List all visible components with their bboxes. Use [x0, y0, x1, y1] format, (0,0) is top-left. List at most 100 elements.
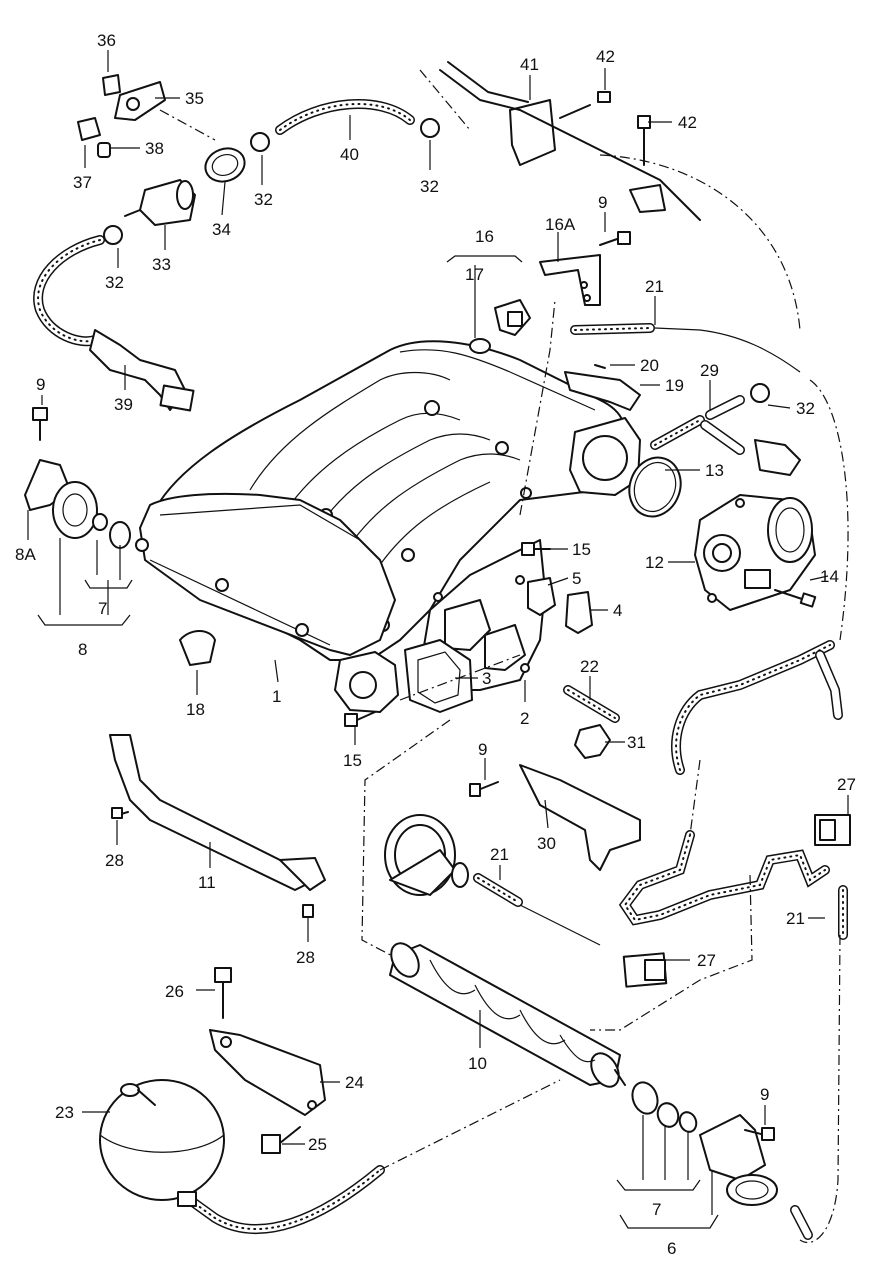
label-32: 32: [796, 399, 815, 418]
gasket-4: [565, 591, 593, 634]
label-9: 9: [36, 375, 45, 394]
label-17: 17: [465, 265, 484, 284]
label-5: 5: [572, 569, 581, 588]
label-20: 20: [640, 356, 659, 375]
valve-6: [699, 1114, 778, 1206]
label-42: 42: [596, 47, 615, 66]
routing-line: [159, 109, 216, 141]
label-7: 7: [652, 1200, 661, 1219]
o-ring-13: [628, 456, 682, 518]
bracket-19: [564, 364, 641, 411]
routing-line: [419, 69, 471, 131]
label-24: 24: [345, 1073, 364, 1092]
label-14: 14: [820, 567, 839, 586]
label-38: 38: [145, 139, 164, 158]
label-10: 10: [468, 1054, 487, 1073]
label-9: 9: [598, 193, 607, 212]
label-32: 32: [105, 273, 124, 292]
label-25: 25: [308, 1135, 327, 1154]
vacuum-reservoir-icon: [99, 1079, 225, 1207]
label-18: 18: [186, 700, 205, 719]
label-16A: 16A: [545, 215, 576, 234]
clip-18: [179, 630, 216, 666]
routing-line: [799, 934, 841, 1243]
bolt-9-top: [599, 231, 631, 246]
label-3: 3: [482, 669, 491, 688]
label-21: 21: [786, 909, 805, 928]
label-19: 19: [665, 376, 684, 395]
label-12: 12: [645, 553, 664, 572]
routing-line: [689, 759, 701, 836]
label-4: 4: [613, 601, 622, 620]
mount-17: [469, 299, 531, 354]
resonator-pipe-icon: [389, 942, 621, 1088]
bolt-25: [261, 1126, 301, 1154]
label-9: 9: [760, 1085, 769, 1104]
label-30: 30: [537, 834, 556, 853]
valve-27: [622, 814, 851, 988]
throttle-body-icon: [694, 494, 816, 611]
leader-lines: [27, 50, 849, 1229]
seal-7-bottom: [631, 1081, 698, 1133]
routing-line: [599, 154, 801, 331]
label-1: 1: [272, 687, 281, 706]
bracket-35: [114, 81, 166, 121]
bolt-14: [774, 589, 817, 608]
routing-line: [361, 719, 451, 961]
label-6: 6: [667, 1239, 676, 1258]
clip-37: [77, 117, 101, 141]
label-27: 27: [697, 951, 716, 970]
bolt-42: [559, 91, 651, 166]
label-37: 37: [73, 173, 92, 192]
label-40: 40: [340, 145, 359, 164]
bracket-30: [469, 764, 641, 871]
label-26: 26: [165, 982, 184, 1001]
label-35: 35: [185, 89, 204, 108]
bolt-15: [344, 542, 551, 727]
label-21: 21: [645, 277, 664, 296]
elbow-39: [89, 329, 195, 412]
cap-38: [97, 142, 111, 158]
resonator-cylinder: [384, 814, 469, 896]
grommet-36: [102, 74, 121, 96]
label-21: 21: [490, 845, 509, 864]
label-27: 27: [837, 775, 856, 794]
label-32: 32: [420, 177, 439, 196]
label-39: 39: [114, 395, 133, 414]
part-labels: 36 35 38 37 34 32 40 32 41 42 42 33 32 3…: [15, 31, 856, 1258]
bracket-24: [209, 1029, 326, 1116]
label-32: 32: [254, 190, 273, 209]
routing-line: [590, 874, 753, 1031]
gasket-5: [527, 577, 556, 616]
label-8: 8: [78, 640, 87, 659]
routing-line: [809, 379, 849, 641]
label-11: 11: [198, 873, 216, 892]
label-22: 22: [580, 657, 599, 676]
label-2: 2: [520, 709, 529, 728]
label-42: 42: [678, 113, 697, 132]
label-8A: 8A: [15, 545, 36, 564]
clamp-34: [204, 147, 246, 183]
label-28: 28: [296, 948, 315, 967]
vacuum-hoses: [33, 99, 848, 1240]
label-41: 41: [520, 55, 539, 74]
bracket-16A: [539, 254, 601, 306]
label-34: 34: [212, 220, 231, 239]
clip-31: [574, 724, 611, 759]
label-23: 23: [55, 1103, 74, 1122]
label-9: 9: [478, 740, 487, 759]
label-31: 31: [627, 733, 646, 752]
label-15: 15: [572, 540, 591, 559]
check-valve-33: [124, 179, 196, 226]
routing-line: [519, 299, 556, 516]
routing-line: [379, 1079, 561, 1171]
label-15: 15: [343, 751, 362, 770]
valve-8: [52, 481, 131, 549]
label-16: 16: [475, 227, 494, 246]
clip-32: [103, 118, 770, 403]
bolt-26: [214, 967, 232, 1019]
valve-32-right: [754, 439, 801, 476]
label-13: 13: [705, 461, 724, 480]
label-36: 36: [97, 31, 116, 50]
